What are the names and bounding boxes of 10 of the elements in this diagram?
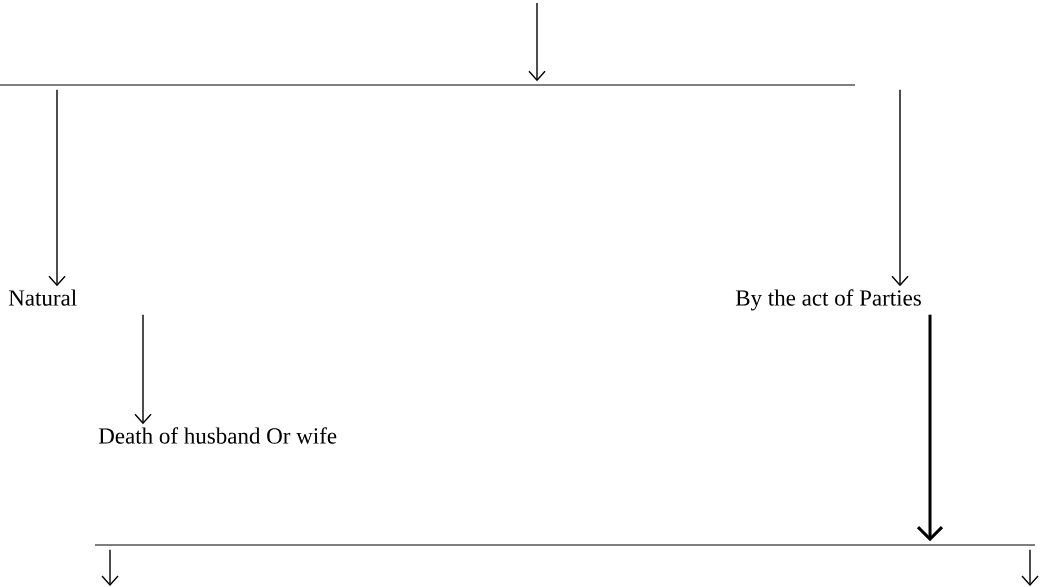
arrow bbox=[916, 314, 944, 542]
arrow bbox=[891, 89, 909, 287]
node-label: By the act of Parties bbox=[735, 289, 921, 311]
node-label: Death of husband Or wife bbox=[98, 427, 337, 444]
arrow bbox=[1021, 549, 1039, 586]
arrow bbox=[101, 549, 119, 586]
arrow bbox=[528, 2, 546, 82]
node-label: Natural bbox=[8, 289, 77, 306]
arrow bbox=[48, 89, 66, 287]
arrow bbox=[134, 314, 152, 425]
